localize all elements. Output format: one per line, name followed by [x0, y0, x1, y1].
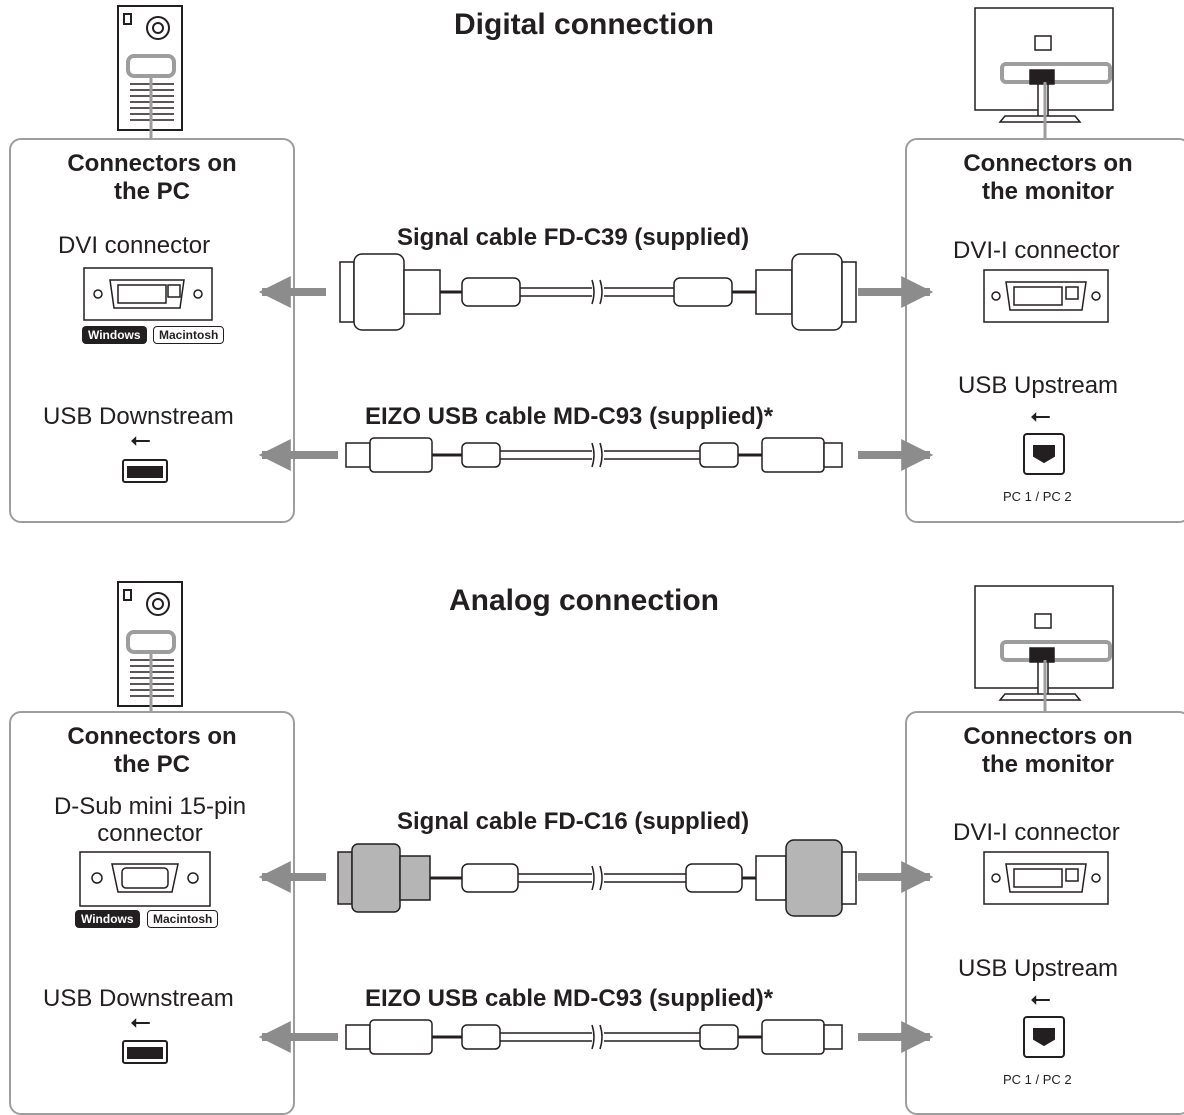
monitor-usb-upstream-label-analog: USB Upstream	[958, 955, 1119, 982]
analog-connection-title: Analog connection	[449, 584, 719, 617]
signal-cable-label: Signal cable FD-C39 (supplied)	[397, 224, 750, 251]
pc-dsub-label-line1: D-Sub mini 15-pin	[53, 793, 247, 820]
monitor-usb-ports-label-analog: PC 1 / PC 2	[1003, 1072, 1072, 1087]
pc-usb-downstream-label-analog: USB Downstream	[43, 985, 234, 1012]
usb-cable-icon-analog	[345, 1019, 843, 1055]
svg-text:⭠: ⭠	[1030, 401, 1051, 431]
monitor-dvi-i-label: DVI-I connector	[953, 237, 1120, 264]
monitor-usb-b-icon: ⭠	[1023, 401, 1065, 475]
digital-arrows	[258, 276, 934, 471]
monitor-dvi-i-label-analog: DVI-I connector	[953, 819, 1120, 846]
pc-box-title-line1: Connectors on	[67, 150, 237, 177]
pc-box-title-line2: the PC	[113, 178, 190, 205]
pc-connectors-box: Connectors on the PC	[9, 138, 295, 523]
signal-cable-label-analog: Signal cable FD-C16 (supplied)	[397, 808, 750, 835]
monitor-box-title-line1: Connectors on	[963, 150, 1133, 177]
dvi-signal-cable-icon	[339, 253, 857, 331]
windows-badge-analog: Windows	[75, 910, 140, 928]
monitor-usb-upstream-label: USB Upstream	[958, 372, 1119, 399]
pc-dsub-connector-icon	[79, 851, 211, 907]
monitor-dvi-i-connector-icon-analog	[983, 851, 1109, 905]
pc-dvi-connector-icon	[83, 267, 213, 321]
macintosh-badge-analog: Macintosh	[147, 910, 219, 928]
svg-text:⭠: ⭠	[1030, 984, 1051, 1014]
pc-tower-icon-analog	[117, 581, 183, 707]
svg-text:⭠: ⭠	[130, 425, 151, 455]
pc-dsub-label-line2: connector	[97, 820, 203, 847]
monitor-box-title-line2: the monitor	[982, 178, 1114, 205]
svg-text:⭠: ⭠	[130, 1007, 151, 1037]
pc-usb-downstream-label: USB Downstream	[43, 403, 234, 430]
pc-usb-a-icon-analog: ⭠	[122, 1007, 168, 1064]
monitor-dvi-i-connector-icon	[983, 269, 1109, 323]
pc-usb-a-icon: ⭠	[122, 425, 168, 483]
usb-cable-icon	[345, 437, 843, 473]
windows-badge: Windows	[82, 326, 147, 344]
pc-box-title-line2-analog: the PC	[113, 751, 190, 778]
analog-arrows	[258, 861, 934, 1053]
monitor-box-title-line1-analog: Connectors on	[963, 723, 1133, 750]
pc-dvi-label: DVI connector	[58, 232, 211, 259]
monitor-box-title-line2-analog: the monitor	[982, 751, 1114, 778]
monitor-usb-b-icon-analog: ⭠	[1023, 984, 1065, 1058]
usb-cable-label: EIZO USB cable MD-C93 (supplied)*	[365, 403, 774, 430]
dsub-signal-cable-icon	[337, 839, 857, 917]
macintosh-badge: Macintosh	[153, 326, 225, 344]
pc-box-title-line1-analog: Connectors on	[67, 723, 237, 750]
digital-connection-title: Digital connection	[454, 8, 715, 41]
monitor-usb-ports-label: PC 1 / PC 2	[1003, 489, 1072, 504]
usb-cable-label-analog: EIZO USB cable MD-C93 (supplied)*	[365, 985, 774, 1012]
